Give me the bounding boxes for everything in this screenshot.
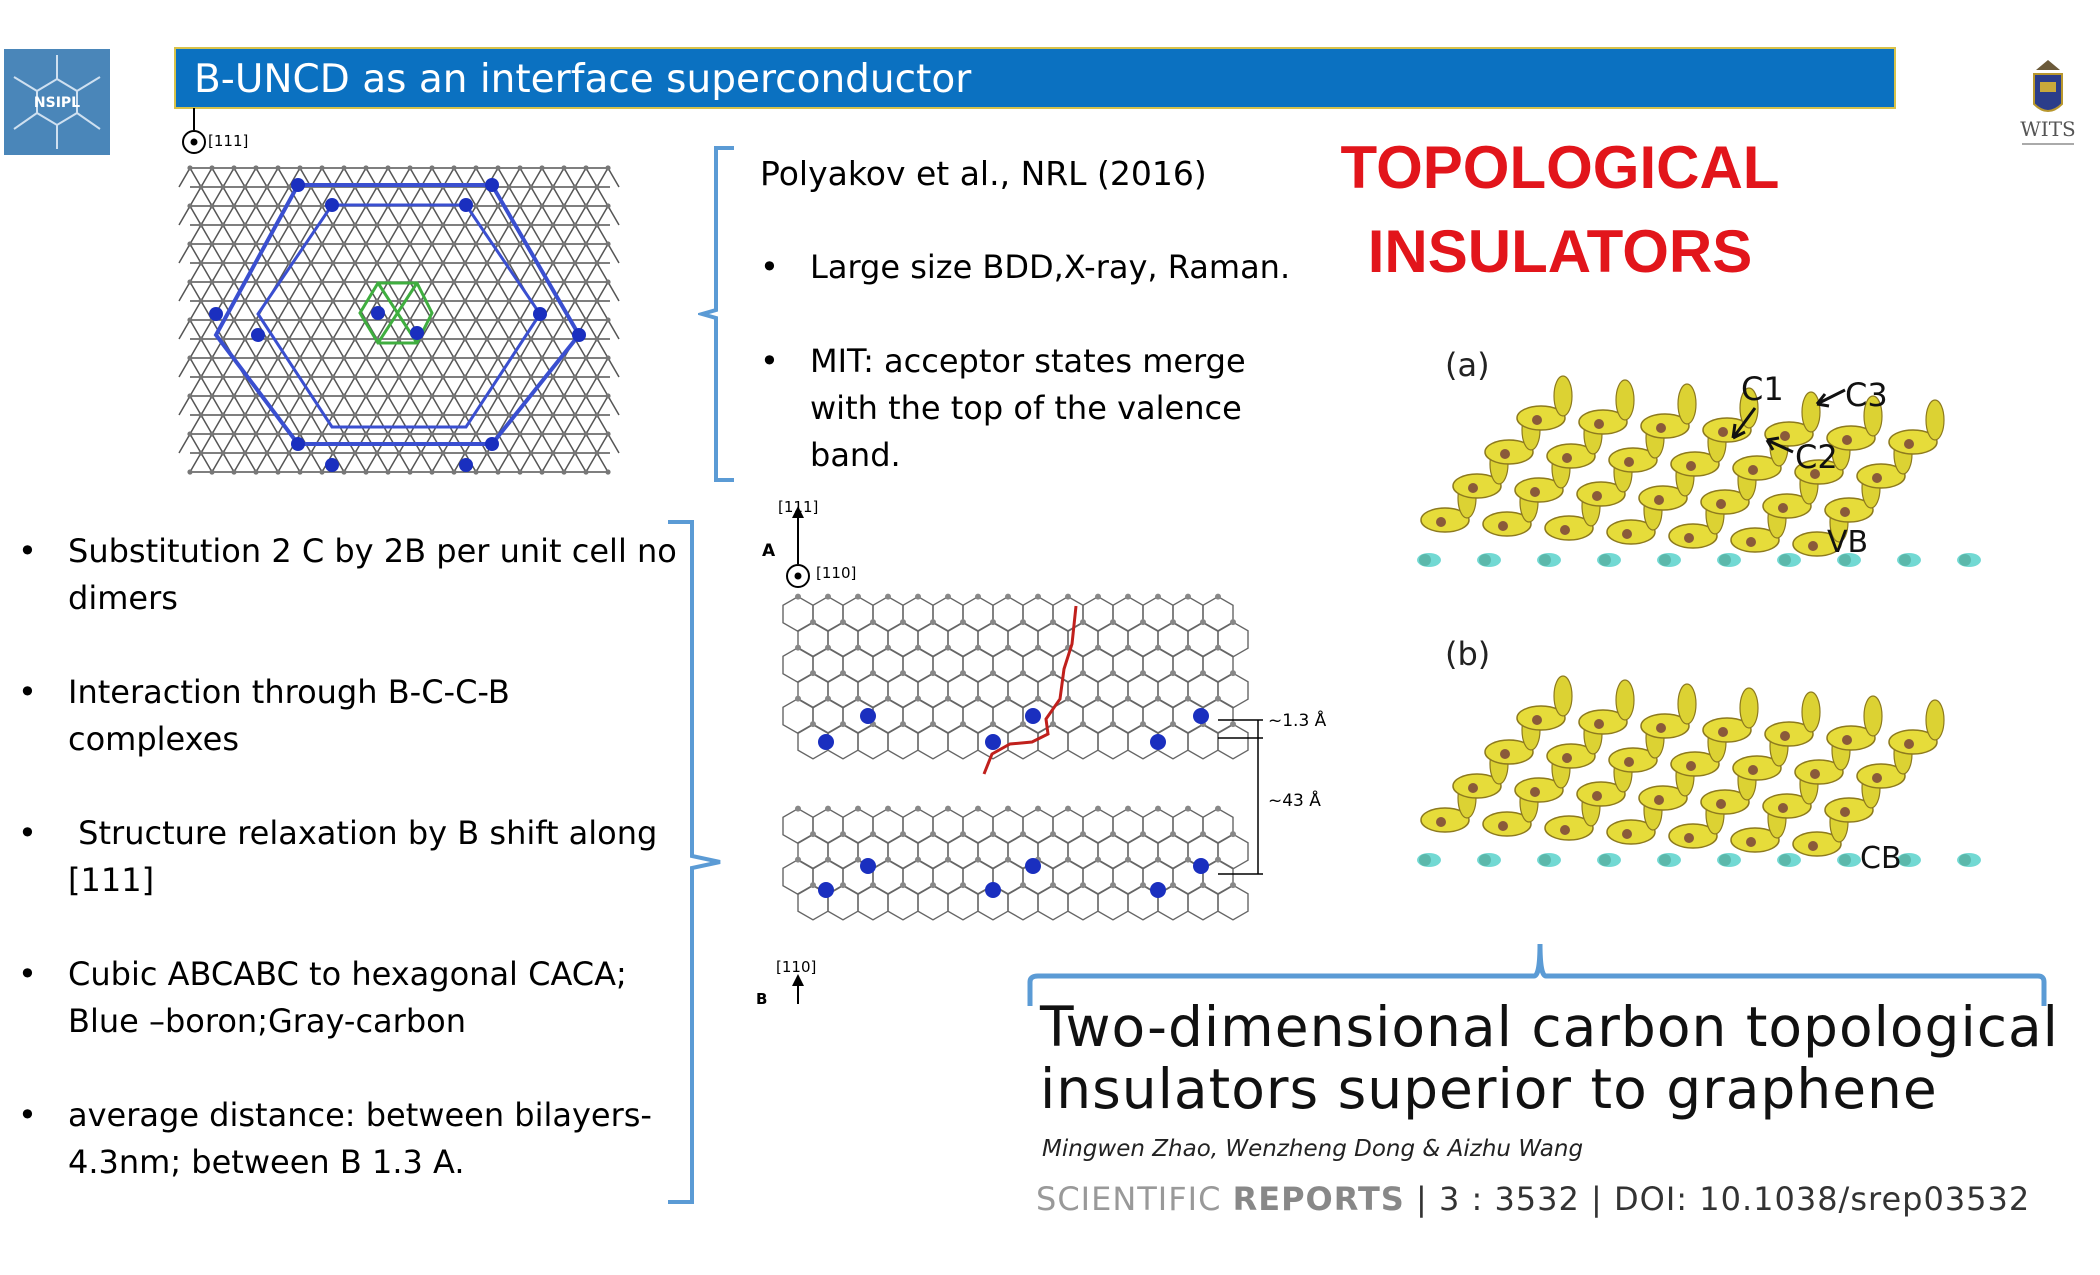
- reference-bullet-text: MIT: acceptor states merge with the top …: [810, 342, 1246, 474]
- bilayer-label-a: A: [762, 541, 776, 561]
- reference-bullet-text: Large size BDD,X-ray, Raman.: [810, 248, 1291, 286]
- bullet-glyph: •: [18, 814, 37, 852]
- bilayer-large-distance: ~43 Å: [1268, 789, 1321, 811]
- journal-doi: | 3 : 3532 | DOI: 10.1038/srep03532: [1404, 1180, 2031, 1218]
- lattice-axis-label: [111]: [208, 132, 248, 150]
- bullet-glyph: •: [18, 673, 37, 711]
- left-bullet-item: • Cubic ABCABC to hexagonal CACA; Blue –…: [18, 951, 678, 1045]
- nsipl-logo: NSIPL: [4, 49, 110, 155]
- bullet-glyph: •: [760, 248, 779, 286]
- atom-label-c2: C2: [1795, 438, 1838, 476]
- bullet-glyph: •: [18, 955, 37, 993]
- panel-a-label: (a): [1445, 346, 1490, 384]
- wits-logo: WITS: [2008, 56, 2088, 152]
- left-bullet-item: • average distance: between bilayers- 4.…: [18, 1092, 678, 1186]
- reference-bracket: [694, 144, 738, 489]
- paper-title: Two-dimensional carbon topological insul…: [1040, 996, 2059, 1120]
- panel-b-label: (b): [1445, 635, 1490, 673]
- bullet-glyph: •: [18, 1096, 37, 1134]
- atom-label-c3: C3: [1845, 376, 1888, 414]
- reference-bullet-item: • Large size BDD,X-ray, Raman.: [760, 244, 1320, 291]
- reference-bullet-list: • Large size BDD,X-ray, Raman. • MIT: ac…: [760, 244, 1320, 479]
- nsipl-logo-text: NSIPL: [34, 95, 80, 111]
- reference-bullet-item: • MIT: acceptor states merge with the to…: [760, 338, 1320, 479]
- left-bullet-text: Substitution 2 C by 2B per unit cell no …: [68, 532, 677, 617]
- bilayer-axis-top: [111]: [778, 498, 818, 516]
- topological-heading-line2: INSULATORS: [1367, 218, 1753, 285]
- slide-title-bar: B-UNCD as an interface superconductor: [174, 47, 1896, 109]
- topological-insulators-heading: TOPOLOGICAL INSULATORS: [1300, 126, 1820, 294]
- bullet-glyph: •: [18, 532, 37, 570]
- bilayer-small-distance: ~1.3 Å: [1268, 709, 1327, 731]
- left-bullet-list: • Substitution 2 C by 2B per unit cell n…: [18, 528, 678, 1186]
- bilayer-axis-side: [110]: [816, 564, 856, 582]
- paper-journal-citation: SCIENTIFIC REPORTS | 3 : 3532 | DOI: 10.…: [1036, 1180, 2030, 1218]
- bilayer-axis-bottom: [110]: [776, 958, 816, 976]
- paper-title-line1: Two-dimensional carbon topological: [1040, 995, 2059, 1059]
- lattice-figure: [111]: [170, 108, 620, 500]
- left-bullet-text: Structure relaxation by B shift along [1…: [68, 814, 668, 899]
- bilayer-label-b: B: [756, 990, 767, 1006]
- conduction-band-label: CB: [1860, 841, 1902, 876]
- valence-band-label: VB: [1827, 525, 1868, 560]
- left-bullet-item: • Interaction through B-C-C-B complexes: [18, 669, 678, 763]
- journal-name-a: SCIENTIFIC: [1036, 1180, 1233, 1218]
- paper-bracket: [1026, 940, 2048, 1015]
- left-bullet-text: Cubic ABCABC to hexagonal CACA; Blue –bo…: [68, 955, 627, 1040]
- reference-citation: Polyakov et al., NRL (2016): [760, 154, 1207, 193]
- left-list-bracket: [664, 518, 724, 1213]
- orbital-figure: (a) (b) C1 C3 C2 VB CB: [1355, 300, 2025, 920]
- paper-title-line2: insulators superior to graphene: [1040, 1057, 1938, 1121]
- bilayer-figure: ~1.3 Å ~43 Å [111] A [110] [110] B: [748, 494, 1348, 1008]
- slide-title: B-UNCD as an interface superconductor: [194, 57, 972, 102]
- wits-logo-text: WITS: [2020, 117, 2076, 141]
- paper-authors: Mingwen Zhao, Wenzheng Dong & Aizhu Wang: [1042, 1136, 1584, 1162]
- left-bullet-text: average distance: between bilayers- 4.3n…: [68, 1096, 652, 1181]
- left-bullet-item: • Structure relaxation by B shift along …: [18, 810, 678, 904]
- topological-heading-line1: TOPOLOGICAL: [1340, 134, 1780, 201]
- bullet-glyph: •: [760, 342, 779, 380]
- journal-name-b: REPORTS: [1232, 1180, 1405, 1218]
- left-bullet-item: • Substitution 2 C by 2B per unit cell n…: [18, 528, 678, 622]
- left-bullet-text: Interaction through B-C-C-B complexes: [68, 673, 510, 758]
- atom-label-c1: C1: [1741, 370, 1784, 408]
